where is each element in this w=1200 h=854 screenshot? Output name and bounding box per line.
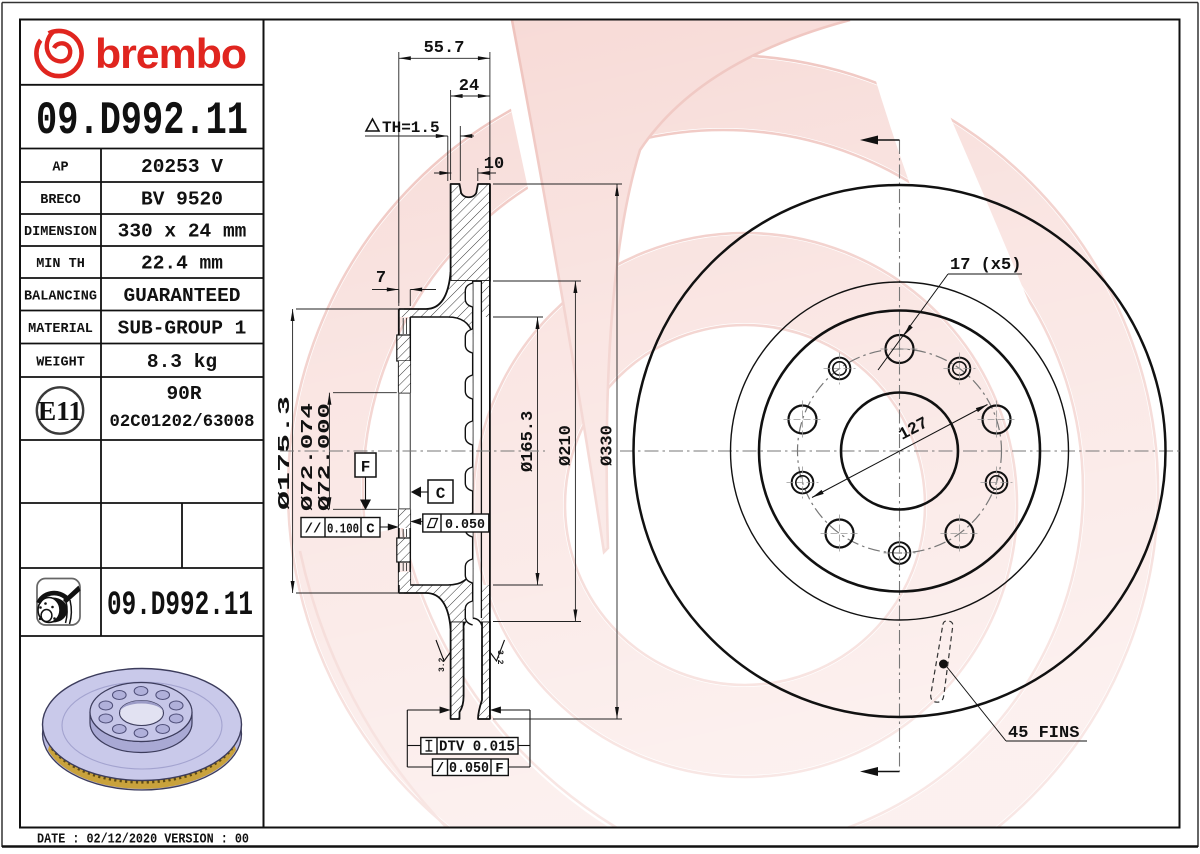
- svg-text:DATE : 02/12/2020 VERSION : 00: DATE : 02/12/2020 VERSION : 00: [37, 832, 249, 848]
- svg-text:17 (x5): 17 (x5): [950, 256, 1021, 275]
- svg-text:3.2: 3.2: [495, 650, 504, 665]
- svg-text:22.4 mm: 22.4 mm: [141, 253, 223, 275]
- svg-text:90R: 90R: [166, 383, 201, 405]
- svg-text:09.D992.11: 09.D992.11: [107, 587, 253, 625]
- svg-text:Ø72.000: Ø72.000: [316, 403, 335, 511]
- svg-text:BALANCING: BALANCING: [24, 290, 97, 305]
- svg-text:SUB-GROUP 1: SUB-GROUP 1: [118, 318, 247, 340]
- svg-text:7: 7: [376, 269, 386, 288]
- svg-text:BRECO: BRECO: [40, 193, 81, 208]
- svg-text:E11: E11: [38, 395, 82, 426]
- svg-text:MIN TH: MIN TH: [36, 257, 85, 272]
- svg-text://: //: [305, 522, 322, 538]
- svg-text:Ø175.3: Ø175.3: [276, 396, 295, 510]
- svg-text:24: 24: [459, 77, 479, 96]
- svg-text:45 FINS: 45 FINS: [1008, 724, 1079, 743]
- svg-text:0.100: 0.100: [327, 522, 359, 538]
- svg-text:GUARANTEED: GUARANTEED: [123, 285, 240, 307]
- svg-text:TH=1.5: TH=1.5: [382, 119, 440, 137]
- svg-text:Ø165.3: Ø165.3: [519, 411, 538, 472]
- svg-text:F: F: [361, 459, 371, 477]
- svg-text:brembo: brembo: [95, 30, 246, 77]
- svg-text:C: C: [366, 522, 375, 538]
- svg-text:DIMENSION: DIMENSION: [24, 225, 97, 240]
- svg-text:55.7: 55.7: [424, 39, 465, 58]
- svg-text:02C01202/63008: 02C01202/63008: [110, 412, 255, 432]
- svg-text:F: F: [495, 761, 503, 777]
- svg-text:AP: AP: [52, 161, 68, 176]
- svg-text:DTV 0.015: DTV 0.015: [439, 739, 515, 756]
- svg-text:20253 V: 20253 V: [141, 156, 223, 178]
- svg-text:MATERIAL: MATERIAL: [28, 322, 93, 337]
- svg-text:WEIGHT: WEIGHT: [36, 356, 85, 371]
- svg-text:Ø330: Ø330: [599, 425, 618, 466]
- svg-text:Ø72.074: Ø72.074: [299, 403, 318, 511]
- svg-text:/: /: [436, 761, 444, 777]
- svg-text:C: C: [436, 485, 446, 503]
- svg-text:3.2: 3.2: [438, 657, 447, 672]
- svg-text:Ø210: Ø210: [557, 425, 576, 466]
- svg-text:10: 10: [484, 155, 504, 174]
- svg-text:09.D992.11: 09.D992.11: [36, 95, 248, 147]
- svg-text:0.050: 0.050: [445, 517, 485, 533]
- svg-text:0.050: 0.050: [449, 760, 489, 777]
- svg-text:8.3 kg: 8.3 kg: [147, 351, 217, 373]
- svg-text:330 x 24 mm: 330 x 24 mm: [118, 221, 247, 243]
- svg-text:BV 9520: BV 9520: [141, 189, 223, 211]
